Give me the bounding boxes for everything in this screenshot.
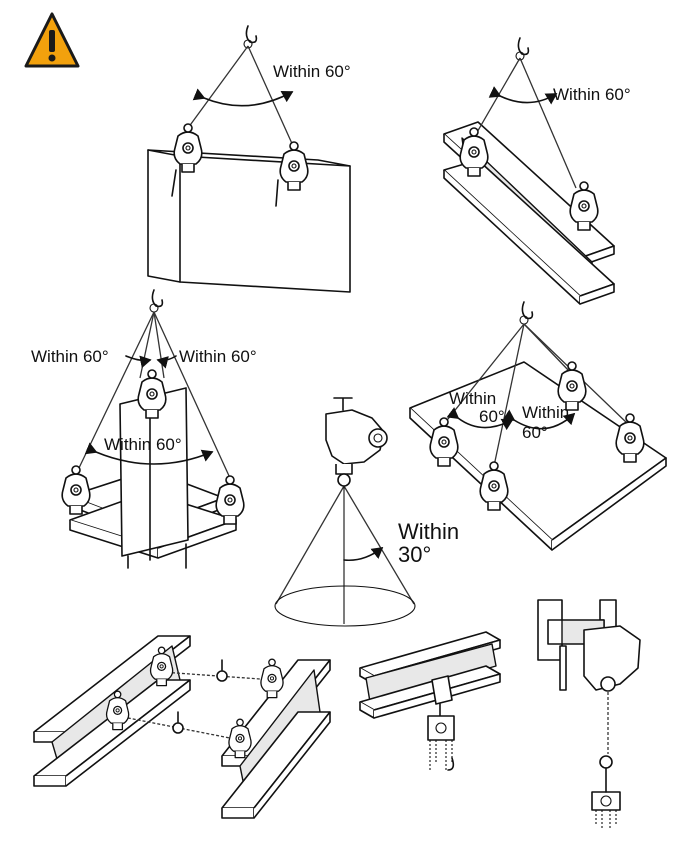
angle-label: 60° [522, 423, 548, 442]
panel-plate-lift-two-clamps: Within 60° [147, 25, 351, 293]
angle-label: Within 60° [553, 85, 631, 104]
angle-label: Within 60° [273, 62, 351, 81]
panel-angle-assembly-four-clamps: Within 60° Within 60° Within 60° [31, 289, 257, 569]
warning-triangle-icon [24, 12, 80, 68]
angle-label: Within [449, 389, 496, 408]
angle-label: Within 60° [104, 435, 182, 454]
panel-beam-hoist-hanging [359, 631, 501, 771]
angle-label: Within 60° [179, 347, 257, 366]
panel-beam-lift-two-clamps: Within 60° [443, 37, 631, 305]
panel-plate-lift-four-clamps: Within 60° Within 60° [409, 301, 667, 551]
hook-icon [243, 25, 258, 49]
angle-label: Within 60° [31, 347, 109, 366]
panel-single-clamp-cone: Within 30° [274, 397, 459, 627]
panel-beam-pulling-turnbuckles [33, 635, 331, 819]
panel-column-hoist-hanging [537, 599, 641, 830]
hook-icon [149, 289, 164, 313]
angle-label: Within [522, 403, 569, 422]
angle-label: Within [398, 519, 459, 544]
hook-icon [519, 301, 534, 325]
hook-icon [515, 37, 530, 61]
angle-label: 30° [398, 542, 431, 567]
angle-label: 60° [479, 407, 505, 426]
